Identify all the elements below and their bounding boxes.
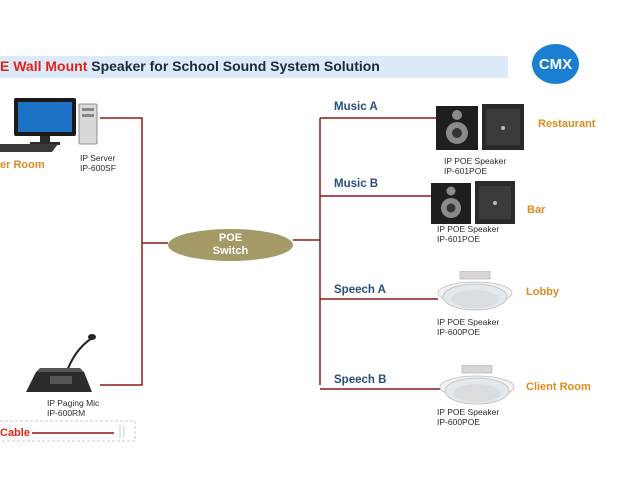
paging-mic-icon bbox=[26, 334, 96, 392]
title-highlight: E Wall Mount bbox=[0, 58, 88, 74]
zone-3-model: IP-600POE bbox=[437, 327, 480, 337]
server-room-label: er Room bbox=[0, 159, 45, 171]
legend-cable-label: Cable bbox=[0, 427, 30, 439]
poe-switch: POE Switch bbox=[168, 229, 293, 261]
server-name: IP Server bbox=[80, 153, 116, 163]
channel-music-b: Music B bbox=[334, 178, 379, 190]
location-restaurant: Restaurant bbox=[538, 118, 596, 130]
location-bar: Bar bbox=[527, 204, 546, 216]
zone-3-device: IP POE Speaker bbox=[437, 317, 500, 327]
legend-box bbox=[0, 420, 136, 442]
channel-music-a: Music A bbox=[334, 101, 378, 113]
zone-2-device: IP POE Speaker bbox=[437, 224, 500, 234]
ceiling-speaker-icon bbox=[437, 271, 513, 311]
switch-line-2: Switch bbox=[212, 245, 249, 257]
zone-1-model: IP-601POE bbox=[444, 166, 487, 176]
ceiling-speaker-icon bbox=[439, 365, 515, 405]
zone-2-model: IP-601POE bbox=[437, 234, 480, 244]
channel-speech-b: Speech B bbox=[334, 374, 387, 386]
server-model: IP-600SF bbox=[80, 163, 116, 173]
cabinet-speaker-icon bbox=[431, 181, 515, 224]
left-bus-line bbox=[100, 117, 143, 386]
mic-name: IP Paging Mic bbox=[47, 398, 100, 408]
mic-model: IP-600RM bbox=[47, 408, 86, 418]
cabinet-speaker-icon bbox=[436, 104, 524, 150]
location-client-room: Client Room bbox=[526, 381, 591, 393]
location-lobby: Lobby bbox=[526, 286, 559, 298]
zone-4-device: IP POE Speaker bbox=[437, 407, 500, 417]
page-title: E Wall Mount Speaker for School Sound Sy… bbox=[0, 58, 380, 74]
cmx-logo: CMX bbox=[532, 44, 579, 84]
switch-line-1: POE bbox=[218, 232, 243, 244]
title-rest: Speaker for School Sound System Solution bbox=[87, 58, 380, 74]
channel-speech-a: Speech A bbox=[334, 284, 386, 296]
computer-icon bbox=[0, 98, 98, 152]
title-bar bbox=[0, 56, 508, 78]
zone-1-device: IP POE Speaker bbox=[444, 156, 507, 166]
zone-4-model: IP-600POE bbox=[437, 417, 480, 427]
